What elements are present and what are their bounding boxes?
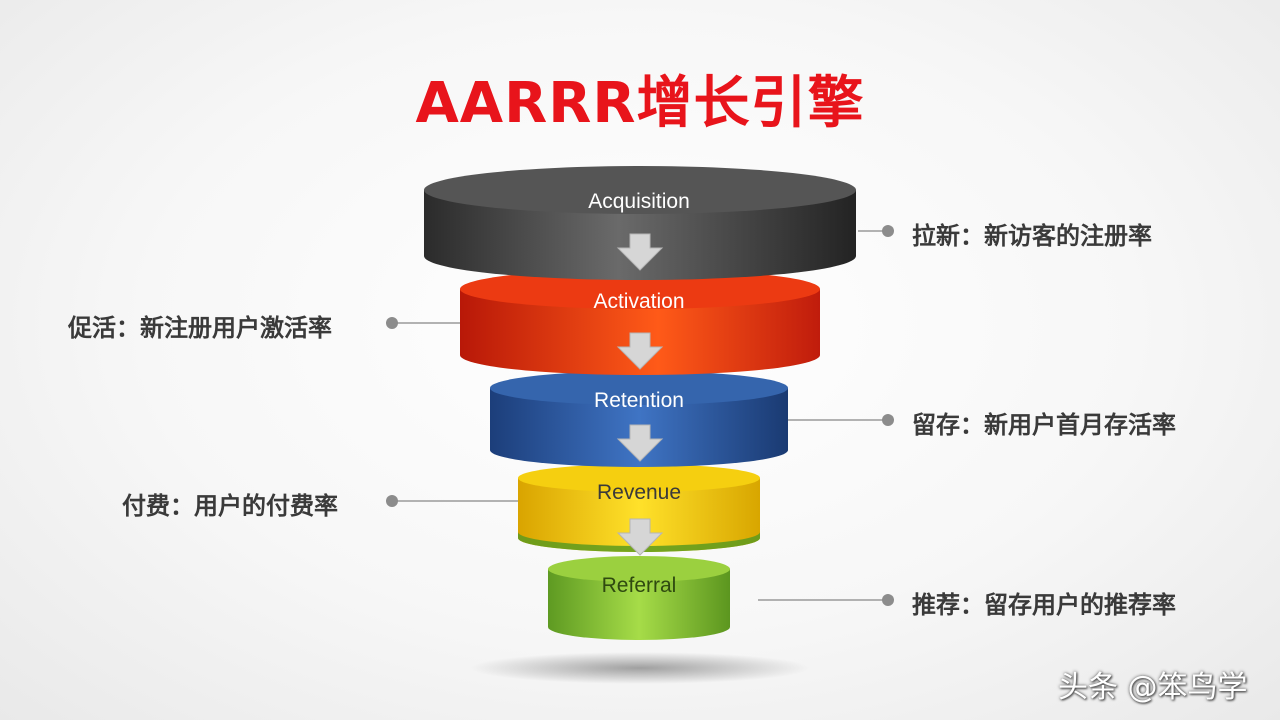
watermark: 头条 @笨鸟学 xyxy=(1058,670,1248,705)
arrow-down-icon xyxy=(616,332,664,370)
annotation-acquisition: 拉新：新访客的注册率 xyxy=(912,222,1152,250)
annotation-revenue: 付费：用户的付费率 xyxy=(122,492,338,520)
stage-label-activation: Activation xyxy=(593,290,684,313)
arrow-down-icon xyxy=(616,424,664,462)
page-title: AARRR增长引擎 xyxy=(415,71,865,136)
stage-label-revenue: Revenue xyxy=(597,481,681,504)
annotation-activation: 促活：新注册用户激活率 xyxy=(68,314,332,342)
stage-label-acquisition: Acquisition xyxy=(588,190,690,213)
arrow-down-icon xyxy=(616,233,664,271)
arrow-down-icon xyxy=(616,518,664,556)
dot-revenue xyxy=(386,495,398,507)
annotation-referral: 推荐：留存用户的推荐率 xyxy=(912,591,1176,619)
funnel-shadow xyxy=(470,652,810,684)
annotation-retention: 留存：新用户首月存活率 xyxy=(912,411,1176,439)
stage-label-retention: Retention xyxy=(594,389,684,412)
stage-referral xyxy=(548,556,730,640)
dot-referral xyxy=(882,594,894,606)
stage-activation xyxy=(460,269,820,375)
stage-revenue xyxy=(518,464,760,552)
stage-label-referral: Referral xyxy=(602,574,677,597)
dot-acquisition xyxy=(882,225,894,237)
dot-activation xyxy=(386,317,398,329)
dot-retention xyxy=(882,414,894,426)
